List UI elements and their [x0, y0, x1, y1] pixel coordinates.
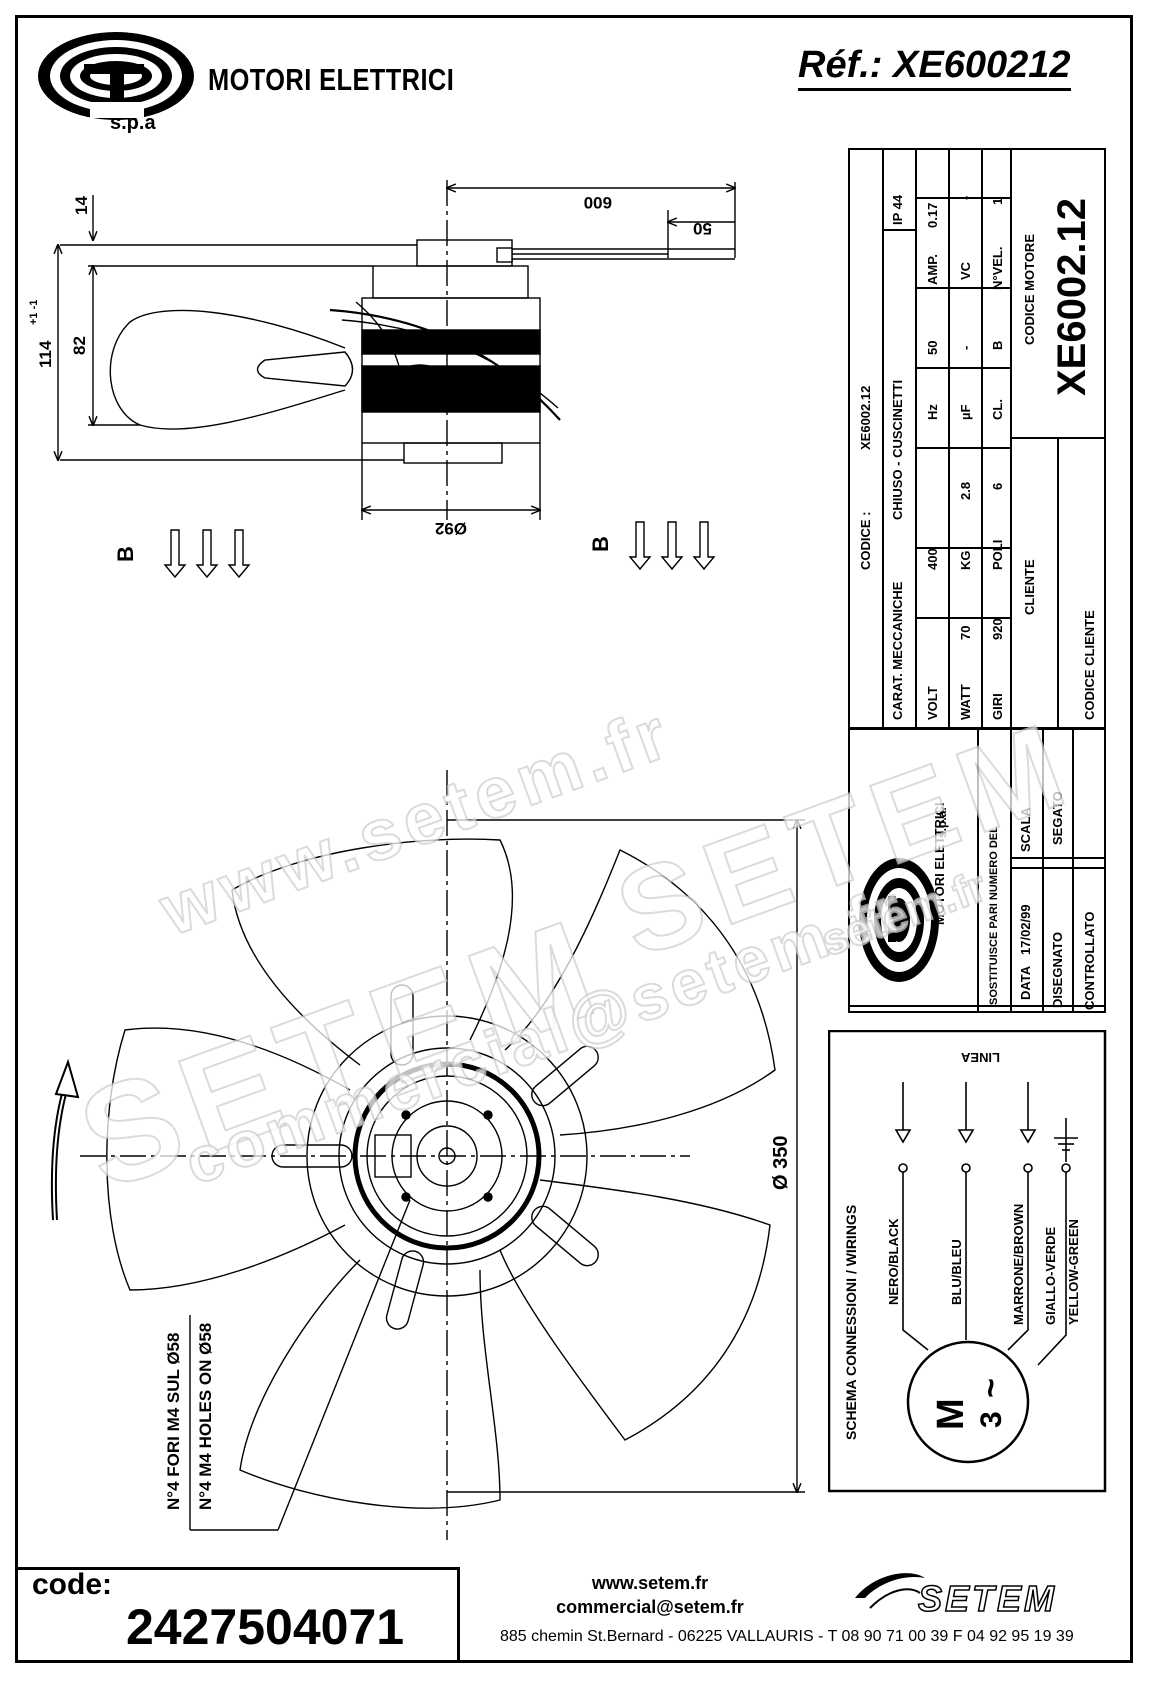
cl-value: B — [990, 340, 1005, 350]
footer-address: 885 chemin St.Bernard - 06225 VALLAURIS … — [500, 1628, 1074, 1645]
code-value: 2427504071 — [126, 1599, 405, 1655]
motor-symbol-ac: ~ — [972, 1378, 1010, 1398]
volt-label: VOLT — [925, 686, 940, 720]
giri-value: 920 — [990, 618, 1005, 640]
giri-label: GIRI — [990, 693, 1005, 720]
dim-50: 50 — [693, 219, 712, 238]
dim-350: Ø 350 — [770, 1135, 792, 1190]
holes-note-english: N°4 M4 HOLES ON Ø58 — [196, 1322, 215, 1510]
cliente-label: CLIENTE — [1022, 559, 1037, 615]
code-box — [15, 1567, 460, 1663]
airflow-label-right: B — [588, 536, 613, 552]
holes-note-italian: N°4 FORI M4 SUL Ø58 — [164, 1332, 183, 1510]
sostituisce-label: SOSTITUISCE PARI NUMERO DEL — [988, 826, 1000, 1005]
codice-label: CODICE : — [858, 511, 873, 571]
brand-suffix: s.p.a — [110, 112, 156, 134]
reference-number: Réf.: XE600212 — [798, 42, 1071, 91]
setem-swoosh-icon — [855, 1573, 925, 1609]
scala-label: SCALA — [1018, 807, 1033, 852]
carat-label: CARAT. MECCANICHE — [890, 581, 905, 720]
linea-label: LINEA — [961, 1050, 1000, 1065]
dim-82: 82 — [70, 336, 89, 355]
amp-value: 0.17 — [925, 202, 940, 228]
kg-value: 2.8 — [958, 481, 973, 500]
footer-website[interactable]: www.setem.fr — [591, 1573, 709, 1593]
dim-14: 14 — [72, 196, 91, 215]
wire-brown-label: MARRONE/BROWN — [1011, 1203, 1026, 1325]
poli-label: POLI — [990, 539, 1005, 570]
hz-value: 50 — [925, 340, 940, 355]
title-block-logo-spa: s.p.a. — [935, 807, 949, 838]
poli-value: 6 — [990, 482, 1005, 490]
motor-symbol-m: M — [930, 1398, 972, 1430]
hz-label: Hz — [925, 404, 940, 420]
wire-blue-label: BLU/BLEU — [949, 1239, 964, 1305]
dim-92: Ø92 — [434, 519, 467, 538]
codice-motore-value: XE6002.12 — [1050, 198, 1094, 396]
watt-label: WATT — [958, 684, 973, 720]
codice-cliente-label: CODICE CLIENTE — [1082, 610, 1097, 720]
cl-label: CL. — [990, 399, 1005, 420]
title-block-logo-icon — [859, 858, 939, 982]
data-value: 17/02/99 — [1018, 904, 1033, 955]
controllato-label: CONTROLLATO — [1082, 911, 1097, 1010]
dim-114-tolerance: +1 -1 — [28, 299, 40, 325]
wire-black-label: NERO/BLACK — [886, 1218, 901, 1305]
setem-footer-logo: SETEM — [917, 1577, 1058, 1620]
vc-value: - — [958, 195, 973, 200]
vc-label: VC — [958, 261, 973, 280]
footer-email[interactable]: commercial@setem.fr — [556, 1597, 744, 1617]
volt-value: 400 — [925, 548, 940, 570]
disegnato-value: SEGATO — [1050, 791, 1065, 845]
wire-ground-label-en: YELLOW-GREEN — [1066, 1219, 1081, 1325]
data-label: DATA — [1018, 965, 1033, 1000]
codice-motore-label: CODICE MOTORE — [1022, 234, 1037, 345]
nvel-value: 1 — [990, 197, 1005, 205]
wiring-diagram — [828, 1030, 1107, 1493]
gr-logo-icon — [38, 32, 194, 120]
motor-symbol-3: 3 — [975, 1411, 1008, 1428]
wire-ground-label-it: GIALLO-VERDE — [1043, 1226, 1058, 1325]
disegnato-label: DISEGNATO — [1050, 931, 1065, 1008]
amp-label: AMP. — [925, 254, 940, 285]
title-block-grid — [848, 728, 1106, 1013]
carat-value: CHIUSO - CUSCINETTI — [890, 379, 905, 520]
code-label: code: — [32, 1568, 113, 1601]
brand-name: MOTORI ELETTRICI — [208, 62, 455, 97]
nvel-label: N°VEL. — [990, 246, 1005, 290]
uf-label: µF — [958, 404, 973, 420]
dim-114: 114 — [36, 340, 55, 368]
kg-label: KG — [958, 550, 973, 571]
ip-rating: IP 44 — [890, 194, 905, 225]
uf-value: - — [958, 345, 973, 350]
watt-value: 70 — [958, 625, 973, 640]
drawing-frame — [15, 15, 1133, 1663]
dim-600: 600 — [583, 193, 612, 212]
codice-value: XE6002.12 — [858, 385, 873, 450]
airflow-label-left: B — [113, 546, 138, 562]
wiring-title: SCHEMA CONNESSIONI / WIRINGS — [843, 1204, 859, 1440]
